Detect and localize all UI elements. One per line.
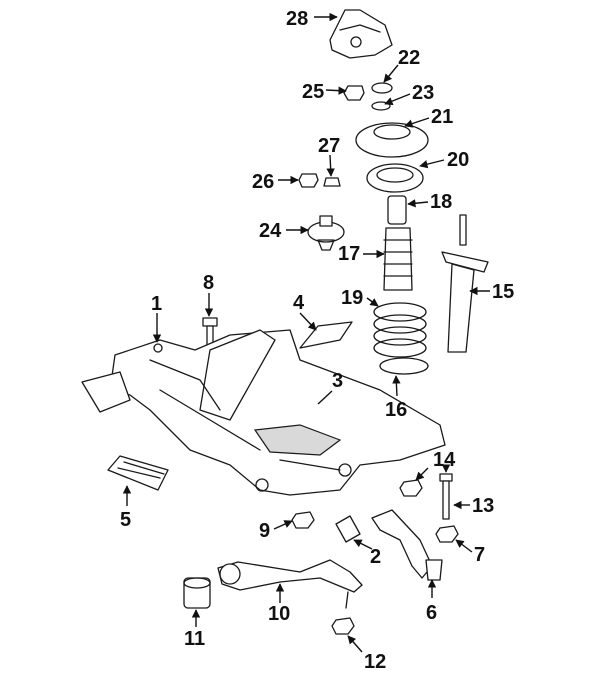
- callout-20: 20: [447, 149, 469, 171]
- callout-18: 18: [430, 191, 452, 213]
- callout-27: 27: [318, 135, 340, 157]
- spring-seat-upper-part: [355, 122, 429, 158]
- callout-15: 15: [492, 281, 514, 303]
- bushing-part-11: [183, 577, 211, 609]
- strut-mount-part: [329, 9, 393, 59]
- heat-shield-part: [299, 321, 353, 349]
- callout-17: 17: [338, 243, 360, 265]
- bolt-part-13: [439, 473, 453, 520]
- callout-24: 24: [259, 220, 282, 242]
- callout-5: 5: [120, 509, 131, 531]
- nut-part-7: [435, 525, 459, 543]
- cap-part: [323, 177, 341, 187]
- spring-isolator-part: [366, 163, 424, 193]
- leader-lines: [122, 12, 490, 653]
- callout-1: 1: [151, 293, 162, 315]
- bump-stop-part: [387, 195, 407, 225]
- control-arm-part-10: [217, 559, 363, 609]
- callout-11: 11: [184, 628, 205, 650]
- skid-plate-part: [107, 455, 169, 491]
- callout-13: 13: [472, 495, 494, 517]
- callout-21: 21: [431, 106, 453, 128]
- callout-3: 3: [332, 370, 343, 392]
- nut-part-26: [298, 173, 319, 188]
- callout-26: 26: [252, 171, 274, 193]
- callout-8: 8: [203, 272, 214, 294]
- coil-spring-part: [373, 302, 427, 358]
- callout-16: 16: [385, 399, 407, 421]
- lower-isolator-part: [379, 357, 429, 375]
- nut-part-14: [399, 479, 423, 497]
- callout-28: 28: [286, 8, 308, 30]
- callout-7: 7: [474, 544, 485, 566]
- front-subframe-part: [81, 329, 446, 496]
- callout-10: 10: [268, 603, 290, 625]
- callout-14: 14: [433, 449, 456, 471]
- washer-part: [371, 82, 393, 94]
- nut-part-9: [291, 511, 315, 529]
- strut-assembly-part: [441, 214, 489, 353]
- callout-4: 4: [293, 292, 305, 314]
- bushing-part: [335, 515, 361, 543]
- dust-boot-part: [383, 227, 413, 291]
- nut-part-12: [331, 617, 355, 635]
- callout-9: 9: [259, 520, 270, 542]
- callout-6: 6: [426, 602, 437, 624]
- callout-22: 22: [398, 47, 420, 69]
- callout-19: 19: [341, 287, 363, 309]
- washer-part-small: [371, 101, 391, 111]
- control-arm-part-6: [371, 509, 443, 581]
- callout-25: 25: [302, 81, 324, 103]
- nut-part: [343, 85, 365, 101]
- callout-23: 23: [412, 82, 434, 104]
- callout-2: 2: [370, 546, 381, 568]
- callout-12: 12: [364, 651, 386, 673]
